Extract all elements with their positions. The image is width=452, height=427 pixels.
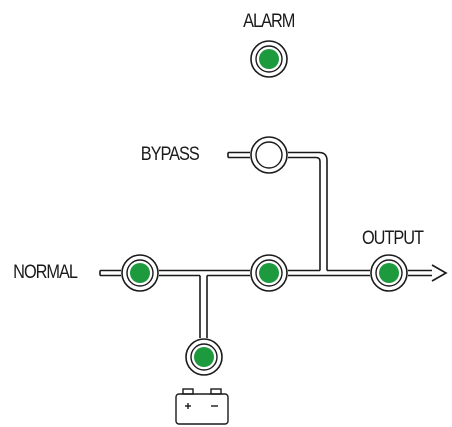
connection-lines [99,151,432,338]
output-label: OUTPUT [361,228,424,249]
bypass-led [250,136,288,174]
output-arrow-icon [431,264,448,282]
alarm-label: ALARM [243,11,295,32]
battery-led [185,338,223,376]
inverter-led [250,254,288,292]
normal-led [121,254,159,292]
normal-label: NORMAL [13,262,78,283]
battery-icon [175,388,229,425]
alarm-led [250,40,288,78]
bypass-label: BYPASS [140,144,200,165]
output-led [370,254,408,292]
